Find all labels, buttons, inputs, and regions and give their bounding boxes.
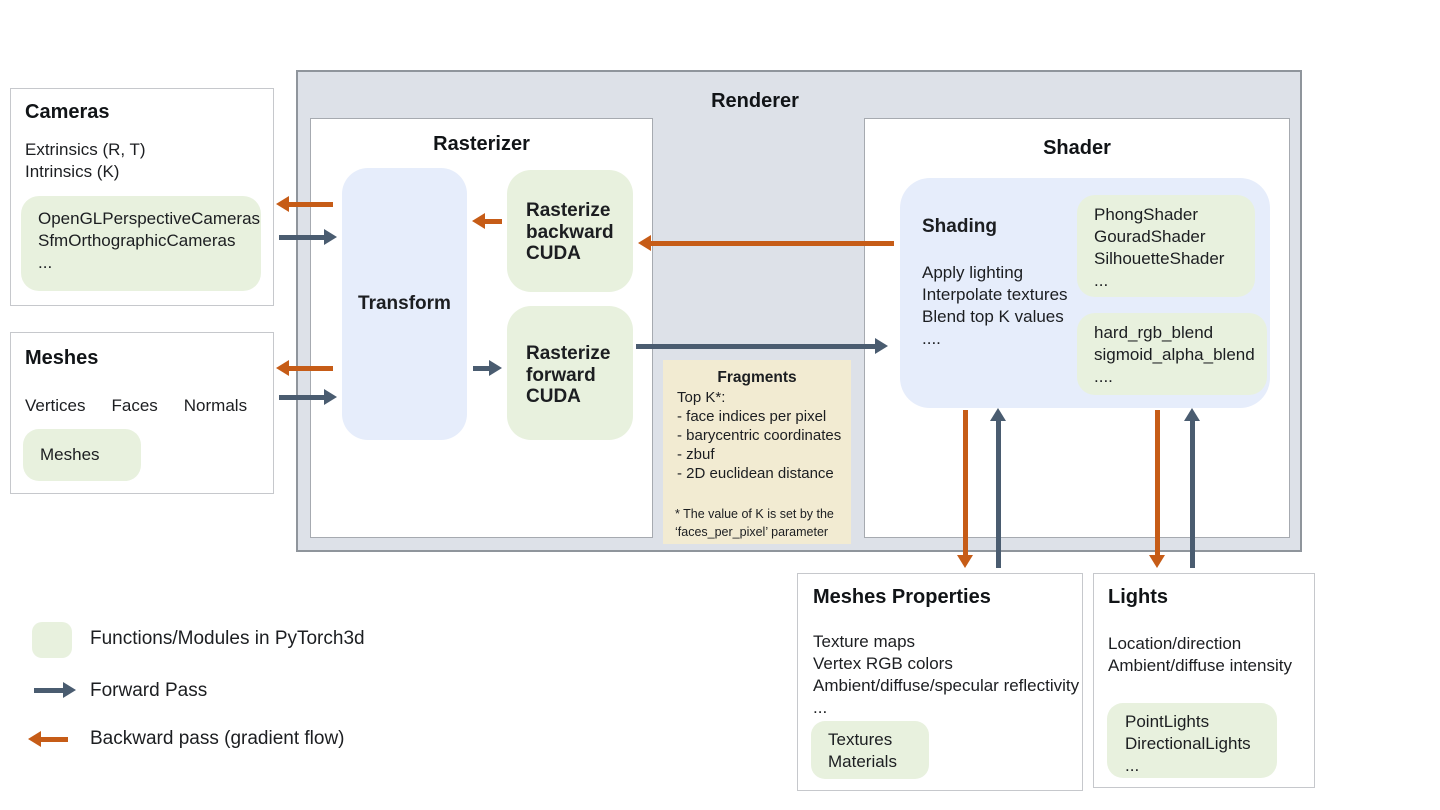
meshes-properties-lines: Texture maps Vertex RGB colors Ambient/d… — [813, 631, 1079, 719]
cameras-module: OpenGLPerspectiveCameras — [38, 209, 261, 228]
legend-backward-label: Backward pass (gradient flow) — [90, 728, 345, 749]
lights-line: Ambient/diffuse intensity — [1108, 656, 1292, 675]
shading-line: .... — [922, 329, 941, 348]
meshes-properties-box: Meshes Properties Texture maps Vertex RG… — [797, 573, 1083, 791]
meshes-properties-line: ... — [813, 698, 828, 717]
blend-module: .... — [1094, 367, 1113, 386]
transform-label: Transform — [358, 293, 451, 314]
backward-arrow — [638, 235, 894, 252]
blend-module: hard_rgb_blend — [1094, 323, 1214, 342]
meshes-column: Normals — [183, 396, 248, 415]
fragments-line: - barycentric coordinates — [677, 427, 842, 444]
shader-module: PhongShader — [1094, 205, 1198, 224]
rasterize-backward-line: CUDA — [526, 243, 581, 264]
shading-lines: Apply lighting Interpolate textures Blen… — [922, 262, 1068, 350]
lights-line: Location/direction — [1108, 634, 1242, 653]
fragments-footnote: * The value of K is set by the ‘faces_pe… — [675, 505, 834, 541]
forward-arrow-icon — [34, 682, 76, 699]
rasterize-forward-module: Rasterize forward CUDA — [507, 306, 633, 440]
meshes-properties-module: Textures — [828, 730, 893, 749]
meshes-module: Meshes — [40, 445, 100, 464]
shading-line: Blend top K values — [922, 307, 1064, 326]
backward-arrow — [1149, 410, 1166, 568]
shading-title: Shading — [922, 216, 997, 237]
cameras-line: Intrinsics (K) — [25, 162, 120, 181]
fragments-line: - face indices per pixel — [677, 408, 827, 425]
meshes-columns: Vertices Faces Normals — [25, 395, 247, 417]
transform-module: Transform — [342, 168, 467, 440]
lights-module: PointLights — [1125, 712, 1210, 731]
fragments-footnote-line: ‘faces_per_pixel’ parameter — [675, 525, 829, 539]
shader-module: GouradShader — [1094, 227, 1206, 246]
backward-arrow-icon — [28, 731, 68, 748]
rasterize-forward-line: CUDA — [526, 386, 581, 407]
forward-arrow — [990, 408, 1007, 568]
lights-title: Lights — [1108, 586, 1168, 608]
lights-module: DirectionalLights — [1125, 734, 1251, 753]
backward-arrow — [276, 196, 333, 213]
meshes-column: Faces — [111, 396, 158, 415]
cameras-lines: Extrinsics (R, T) Intrinsics (K) — [25, 139, 146, 183]
forward-arrow — [636, 338, 888, 355]
meshes-modules-pill: Meshes — [23, 429, 141, 481]
cameras-line: Extrinsics (R, T) — [25, 140, 146, 159]
legend-functions-label: Functions/Modules in PyTorch3d — [90, 628, 365, 649]
fragments-line: - 2D euclidean distance — [677, 465, 834, 482]
rasterize-backward-line: backward — [526, 221, 614, 243]
fragments-box: Fragments Top K*: - face indices per pix… — [663, 360, 851, 544]
meshes-box: Meshes Vertices Faces Normals Meshes — [10, 332, 274, 494]
cameras-module: SfmOrthographicCameras — [38, 231, 236, 250]
forward-arrow — [279, 229, 337, 246]
blend-modules-pill: hard_rgb_blend sigmoid_alpha_blend .... — [1077, 313, 1267, 395]
meshes-properties-title: Meshes Properties — [813, 586, 991, 608]
shader-module: ... — [1094, 271, 1109, 290]
forward-arrow — [473, 360, 502, 377]
lights-modules-pill: PointLights DirectionalLights ... — [1107, 703, 1277, 778]
cameras-module: ... — [38, 253, 53, 272]
meshes-properties-line: Ambient/diffuse/specular reflectivity — [813, 676, 1080, 695]
fragments-line: Top K*: — [677, 389, 726, 406]
meshes-properties-line: Texture maps — [813, 632, 916, 651]
fragments-line: - zbuf — [677, 446, 715, 463]
legend-forward-label: Forward Pass — [90, 680, 208, 701]
module-swatch-icon — [32, 622, 72, 658]
shading-line: Apply lighting — [922, 263, 1024, 282]
renderer-title: Renderer — [711, 90, 799, 112]
fragments-lines: Top K*: - face indices per pixel - baryc… — [677, 388, 841, 483]
shading-line: Interpolate textures — [922, 285, 1068, 304]
rasterize-backward-line: Rasterize — [526, 200, 611, 221]
fragments-footnote-line: * The value of K is set by the — [675, 507, 834, 521]
forward-arrow — [1184, 408, 1201, 568]
forward-arrow — [279, 389, 337, 406]
rasterize-backward-module: Rasterize backward CUDA — [507, 170, 633, 292]
lights-lines: Location/direction Ambient/diffuse inten… — [1108, 633, 1292, 677]
shader-title: Shader — [1043, 137, 1111, 159]
fragments-title: Fragments — [717, 369, 797, 386]
meshes-title: Meshes — [25, 347, 99, 369]
cameras-modules-pill: OpenGLPerspectiveCameras SfmOrthographic… — [21, 196, 261, 291]
backward-arrow — [957, 410, 974, 568]
meshes-properties-line: Vertex RGB colors — [813, 654, 953, 673]
lights-module: ... — [1125, 756, 1140, 775]
rasterizer-title: Rasterizer — [433, 133, 530, 155]
cameras-box: Cameras Extrinsics (R, T) Intrinsics (K)… — [10, 88, 274, 306]
shading-panel: Shading Apply lighting Interpolate textu… — [900, 178, 1270, 408]
backward-arrow — [472, 213, 502, 230]
blend-module: sigmoid_alpha_blend — [1094, 345, 1255, 364]
shader-modules-pill: PhongShader GouradShader SilhouetteShade… — [1077, 195, 1255, 297]
rasterize-forward-line: Rasterize — [526, 343, 611, 364]
meshes-properties-modules-pill: Textures Materials — [811, 721, 929, 779]
shader-module: SilhouetteShader — [1094, 249, 1225, 268]
meshes-column: Vertices — [25, 396, 86, 415]
lights-box: Lights Location/direction Ambient/diffus… — [1093, 573, 1315, 788]
cameras-title: Cameras — [25, 101, 110, 123]
meshes-properties-module: Materials — [828, 752, 897, 771]
backward-arrow — [276, 360, 333, 377]
rasterize-forward-line: forward — [526, 364, 596, 386]
